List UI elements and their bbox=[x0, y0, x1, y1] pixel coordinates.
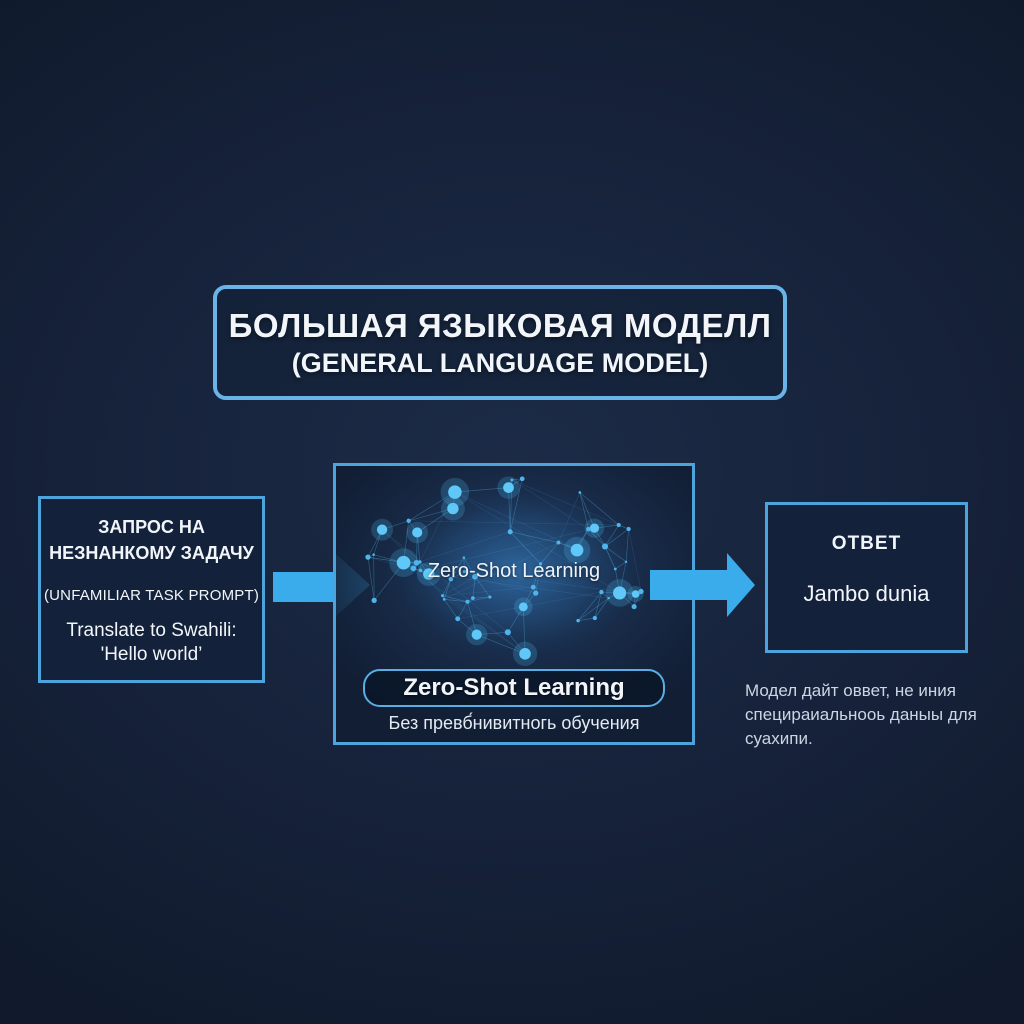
zero-shot-caption: Без превб́нивитногь обучения bbox=[388, 713, 640, 733]
zero-shot-badge: Zero-Shot Learning bbox=[363, 669, 665, 707]
answer-heading: ОТВЕТ bbox=[831, 533, 902, 554]
note-line2: специраиальнооь даныы для bbox=[745, 704, 977, 724]
arrow-model-to-answer bbox=[650, 553, 755, 617]
note-line3: суахипи. bbox=[745, 728, 813, 748]
prompt-subheading: (UNFAMILIAR TASK PROMPT) bbox=[43, 587, 260, 605]
prompt-heading: ЗАПРОС НА НЕЗНАНКОМУ ЗАДАЧУ bbox=[41, 514, 262, 566]
title-panel: БОЛЬШАЯ ЯЗЫКОВАЯ МОДЕЛЛ (GENERAL LANGUAG… bbox=[213, 285, 787, 400]
prompt-box: ЗАПРОС НА НЕЗНАНКОМУ ЗАДАЧУ (UNFAMILIAR … bbox=[38, 496, 265, 683]
model-box: Zero-Shot Learning Zero-Shot Learning Бе… bbox=[333, 463, 695, 745]
note-line1: Модел дайт оввет, не иния bbox=[745, 681, 956, 700]
prompt-heading-line2: НЕЗНАНКОМУ ЗАДАЧУ bbox=[49, 543, 254, 564]
explanation-note: Модел дайт оввет, не иния специраиальноо… bbox=[745, 679, 1011, 750]
network-overlay-label: Zero-Shot Learning bbox=[427, 560, 601, 582]
prompt-example-line2: 'Hello world’ bbox=[100, 643, 203, 665]
prompt-heading-line1: ЗАПРОС НА bbox=[98, 517, 205, 537]
answer-value: Jambo dunia bbox=[803, 581, 930, 606]
prompt-example-line1: Translate to Swahili: bbox=[66, 620, 237, 642]
title-english: (GENERAL LANGUAGE MODEL) bbox=[291, 347, 709, 378]
title-russian: БОЛЬШАЯ ЯЗЫКОВАЯ МОДЕЛЛ bbox=[228, 306, 772, 344]
prompt-example: Translate to Swahili: 'Hello world’ bbox=[41, 619, 262, 667]
neural-network-graphic bbox=[365, 476, 646, 666]
answer-box: ОТВЕТ Jambo dunia bbox=[765, 502, 968, 653]
